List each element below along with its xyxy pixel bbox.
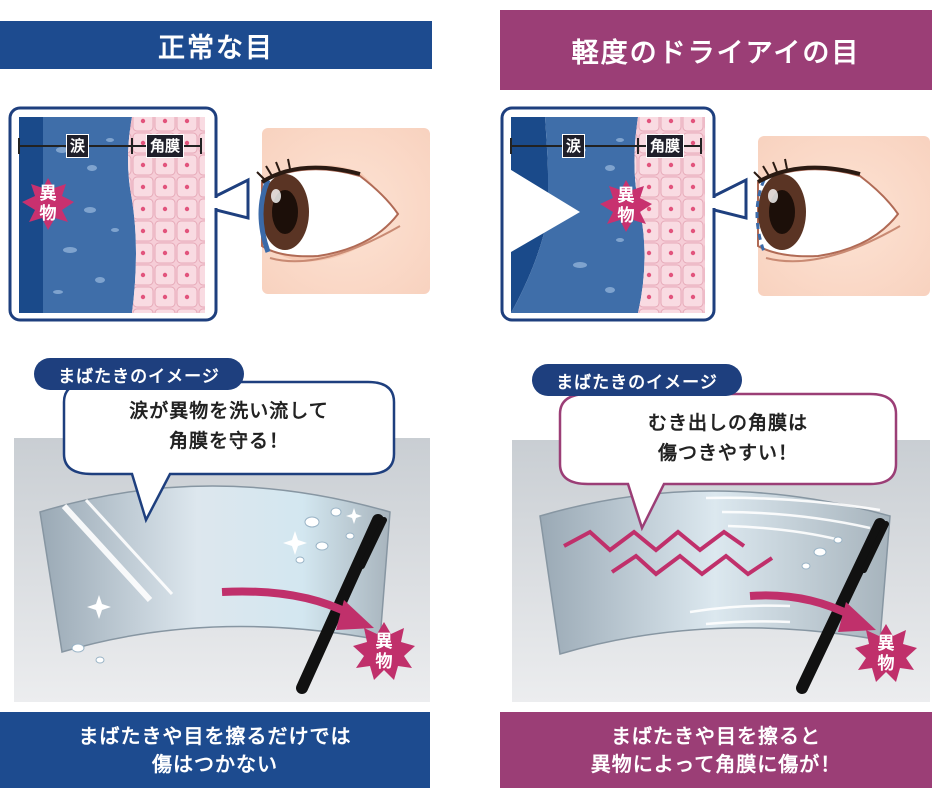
left-bottom-line-1: まばたきや目を擦るだけでは bbox=[78, 724, 352, 748]
right-blink-tag: まばたきのイメージ bbox=[532, 364, 742, 396]
left-wiper-foreign-burst bbox=[353, 622, 415, 680]
left-eye-illustration bbox=[256, 128, 430, 294]
left-tear-label: 涙 bbox=[66, 134, 90, 158]
left-bubble-line-1: 涙が異物を洗い流して bbox=[129, 400, 329, 422]
right-foreign-burst bbox=[600, 180, 652, 232]
left-bottom-line-2: 傷はつかない bbox=[152, 752, 278, 776]
left-wiper-foreign-text: 異 物 bbox=[375, 632, 393, 672]
left-bubble-line-2: 角膜を守る！ bbox=[168, 430, 289, 452]
left-foreign-text: 異 物 bbox=[39, 184, 57, 224]
right-bubble-line-2: 傷つきやすい！ bbox=[657, 442, 798, 464]
right-title: 軽度のドライアイの目 bbox=[571, 37, 861, 69]
right-bottom-banner: まばたきや目を擦ると 異物によって角膜に傷が！ bbox=[500, 712, 932, 788]
right-bubble-text: むき出しの角膜は 傷つきやすい！ bbox=[560, 408, 896, 468]
left-title-banner: 正常な目 bbox=[0, 21, 432, 69]
right-title-banner: 軽度のドライアイの目 bbox=[500, 10, 932, 90]
right-cornea-label: 角膜 bbox=[646, 134, 685, 158]
right-bubble-line-1: むき出しの角膜は bbox=[647, 412, 808, 434]
left-blink-tag: まばたきのイメージ bbox=[34, 358, 244, 390]
left-bubble-text: 涙が異物を洗い流して 角膜を守る！ bbox=[64, 396, 394, 456]
right-eye-illustration bbox=[753, 136, 930, 296]
right-inset bbox=[500, 106, 748, 322]
left-foreign-burst bbox=[22, 178, 74, 230]
left-title: 正常な目 bbox=[158, 32, 274, 64]
right-wiper-foreign-burst bbox=[855, 624, 917, 682]
right-tear-label: 涙 bbox=[562, 134, 586, 158]
left-inset bbox=[8, 106, 250, 322]
left-bottom-banner: まばたきや目を擦るだけでは 傷はつかない bbox=[0, 712, 430, 788]
right-wiper-foreign-text: 異 物 bbox=[877, 634, 895, 674]
right-bottom-line-2: 異物によって角膜に傷が！ bbox=[590, 752, 842, 776]
right-foreign-text: 異 物 bbox=[617, 186, 635, 226]
right-bottom-line-1: まばたきや目を擦ると bbox=[611, 724, 821, 748]
left-cornea-label: 角膜 bbox=[146, 134, 185, 158]
left-windshield-scene bbox=[14, 438, 430, 702]
